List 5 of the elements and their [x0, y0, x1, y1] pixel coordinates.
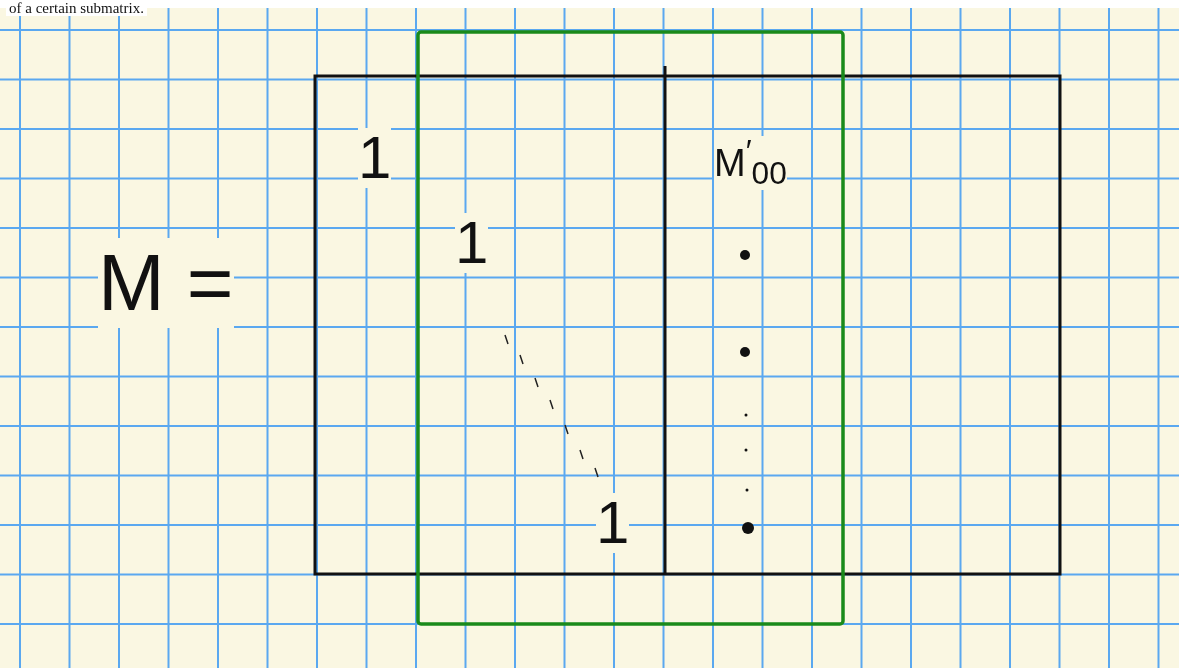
matrix-entry: 1 — [358, 128, 392, 188]
matrix-entry: 1 — [596, 493, 630, 553]
matrix-name: M = — [98, 238, 234, 328]
matrix-entry: 1 — [455, 213, 489, 273]
caption-text: of a certain submatrix. — [6, 0, 147, 16]
